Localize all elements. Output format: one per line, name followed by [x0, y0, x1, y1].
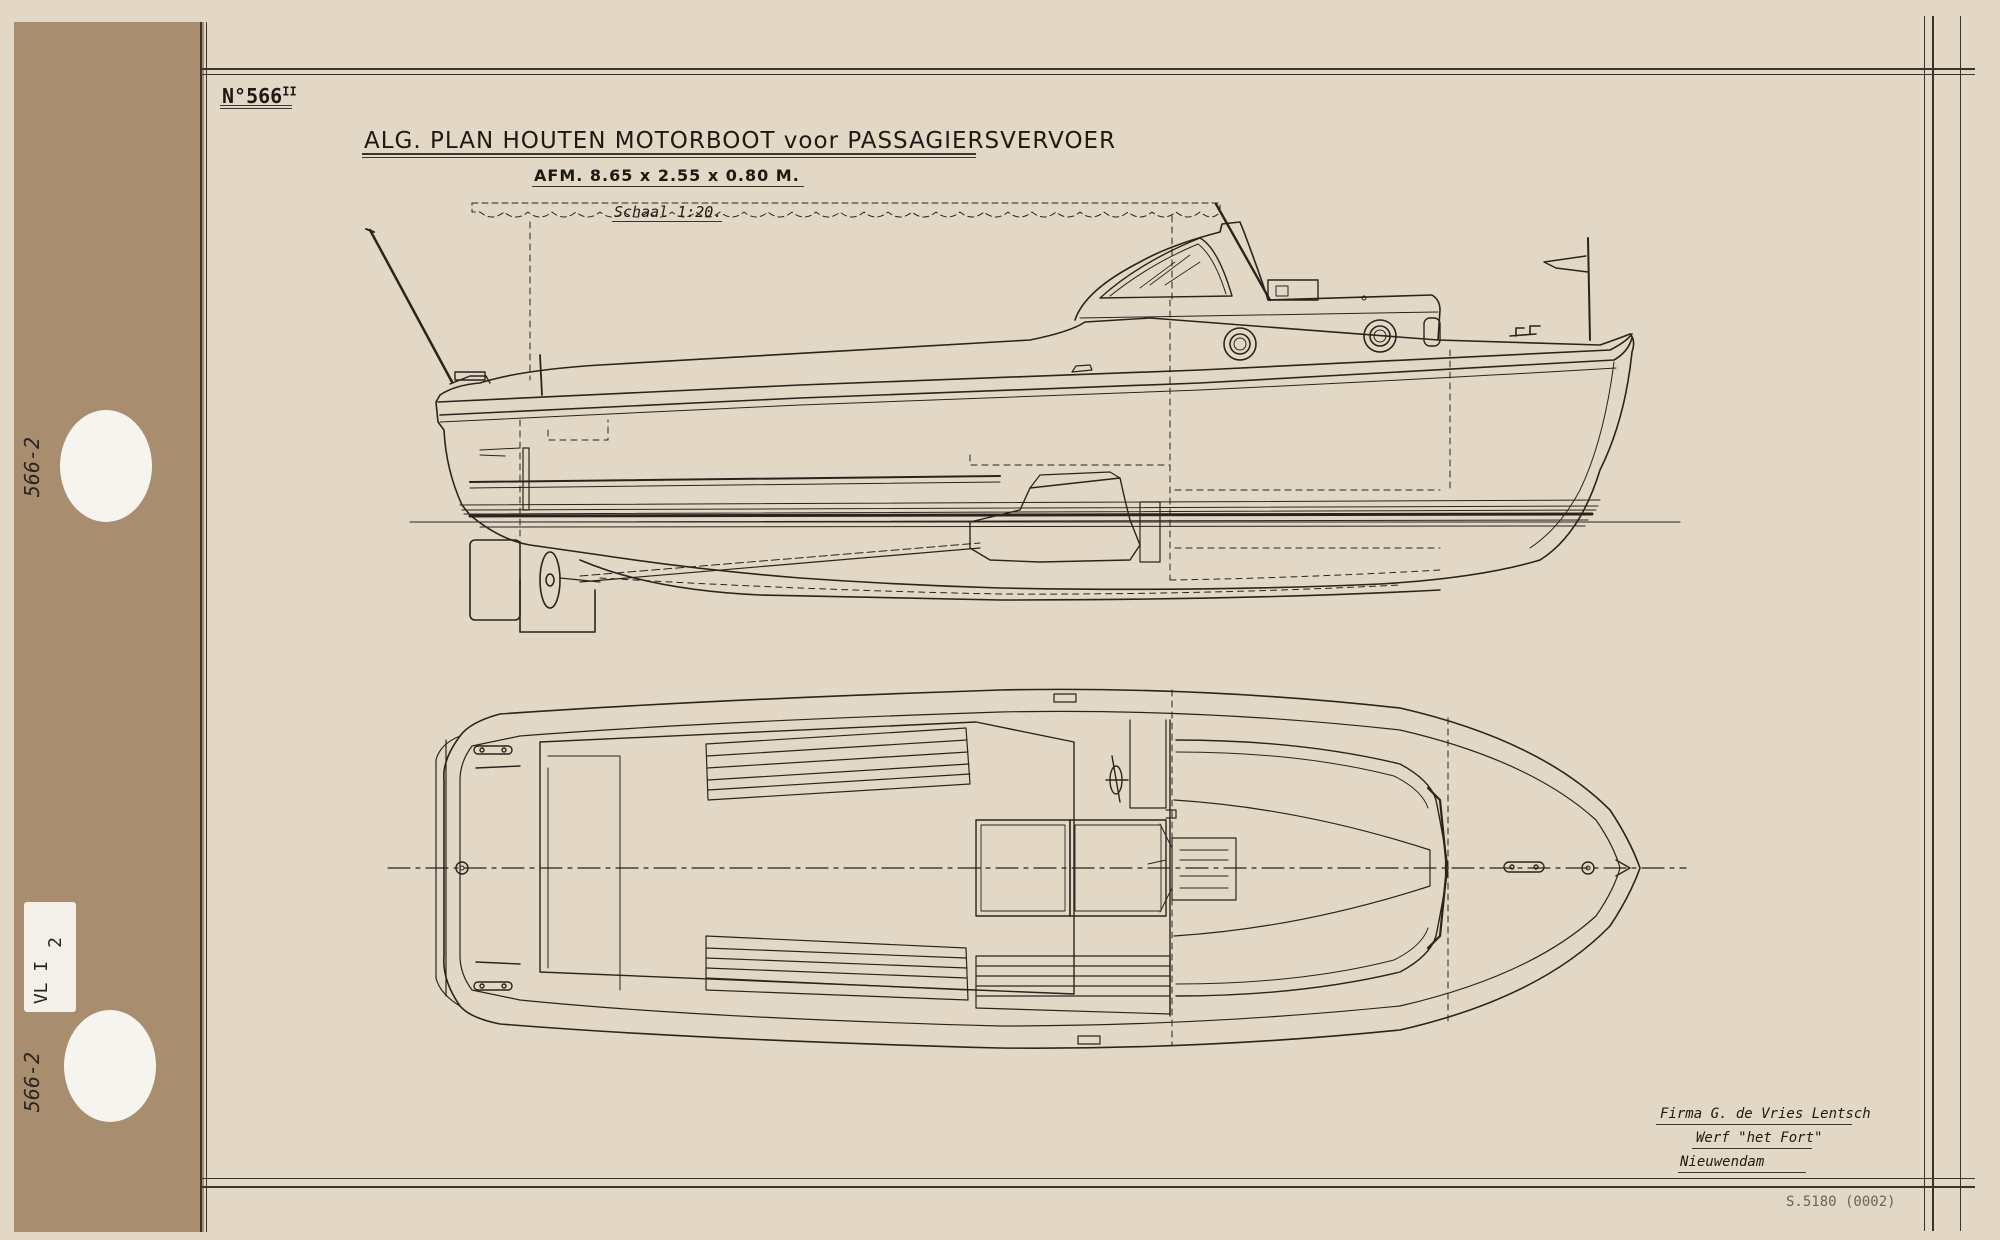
cabin-step [1171, 837, 1237, 901]
aft-flagstaff [368, 228, 454, 384]
stern-transom [435, 394, 471, 516]
frame-bottom-inner [200, 1178, 1975, 1179]
boot-top-1 [459, 499, 1601, 506]
cabin-hatch [1267, 279, 1319, 301]
prop-shaft [579, 547, 981, 583]
bow-stem [1539, 333, 1635, 561]
bow-pennant [1543, 255, 1589, 273]
propeller [539, 551, 561, 609]
firm-line-1: Firma G. de Vries Lentsch [1660, 1106, 1871, 1122]
bench-mid-starboard [975, 955, 1171, 1015]
firm-underline-2 [1692, 1148, 1812, 1149]
title-underline-1 [362, 153, 976, 155]
frame-right-inner [1932, 16, 1934, 1231]
frame-right-outer [1924, 16, 1925, 1231]
punch-hole-bottom [64, 1010, 156, 1122]
firm-underline-3 [1678, 1172, 1806, 1173]
frame-right-edge [1960, 16, 1961, 1231]
firm-underline-1 [1656, 1124, 1852, 1125]
frame-left-outer [200, 22, 202, 1232]
plan-inner-deck-edge [459, 710, 1621, 1027]
side-elevation [365, 202, 1681, 633]
index-card: VL I 2 [24, 902, 76, 1012]
aft-cleat-port [473, 745, 513, 755]
drawing-title: ALG. PLAN HOUTEN MOTORBOOT voor PASSAGIE… [364, 128, 1117, 154]
dimensions-underline [532, 186, 804, 187]
bench-aft-starboard [705, 935, 969, 1001]
sheet-number: N°566II [222, 84, 297, 108]
keel [579, 559, 1441, 601]
firm-line-2: Werf "het Fort" [1696, 1130, 1823, 1146]
rubbing-strake-bottom [439, 337, 1633, 416]
rudder [469, 539, 521, 621]
firm-line-3: Nieuwendam [1680, 1154, 1765, 1170]
deck-fitting-bottom [1077, 1035, 1101, 1045]
punch-hole-top [60, 410, 152, 522]
sheet-number-underline [220, 105, 292, 106]
bow-cleat [1509, 325, 1541, 337]
title-underline-2 [362, 157, 976, 158]
cabin-vent [1423, 317, 1441, 347]
hull-sheer [439, 317, 1631, 396]
fwd-cabin-seat [1173, 799, 1431, 937]
stern-fairlead [455, 861, 469, 875]
frame-top-outer [200, 68, 1975, 70]
hull-bottom [469, 514, 1541, 591]
frame-top-inner [200, 74, 1975, 75]
skeg [519, 579, 596, 633]
steering-wheel [1105, 755, 1129, 803]
bow-fairlead [1581, 861, 1595, 875]
sheet-number-sup: II [282, 84, 297, 99]
dimensions-text: AFM. 8.65 x 2.55 x 0.80 M. [534, 166, 800, 185]
aft-cleat-starboard [473, 981, 513, 991]
deck-fitting-top [1053, 693, 1077, 703]
sheet-number-text: N°566 [222, 84, 283, 108]
cabin-roof-line [1079, 311, 1439, 319]
bow-flagstaff [1587, 237, 1591, 341]
awning-outline [471, 202, 1221, 218]
boot-top-stripe [468, 512, 1594, 518]
scale-underline [612, 221, 722, 222]
bench-aft-port [705, 727, 971, 801]
windshield [1099, 237, 1233, 299]
interior-rail [469, 475, 1001, 483]
porthole-1 [1223, 327, 1257, 361]
sheet-number-underline-2 [220, 108, 292, 109]
rubbing-strake-top [437, 333, 1633, 403]
frame-bottom-outer [200, 1186, 1975, 1188]
frame-left-inner [206, 22, 207, 1232]
plan-view [387, 688, 1687, 1049]
archive-code: S.5180 (0002) [1786, 1194, 1896, 1210]
floor-box-2 [1069, 819, 1167, 917]
cockpit-coaming [539, 721, 1075, 995]
porthole-2 [1363, 319, 1397, 353]
engine [969, 477, 1141, 563]
plan-outer-hull [443, 688, 1641, 1049]
stem-head [1615, 859, 1631, 877]
bow-cleat-plan [1503, 861, 1545, 873]
cabin-roof [1074, 221, 1441, 341]
